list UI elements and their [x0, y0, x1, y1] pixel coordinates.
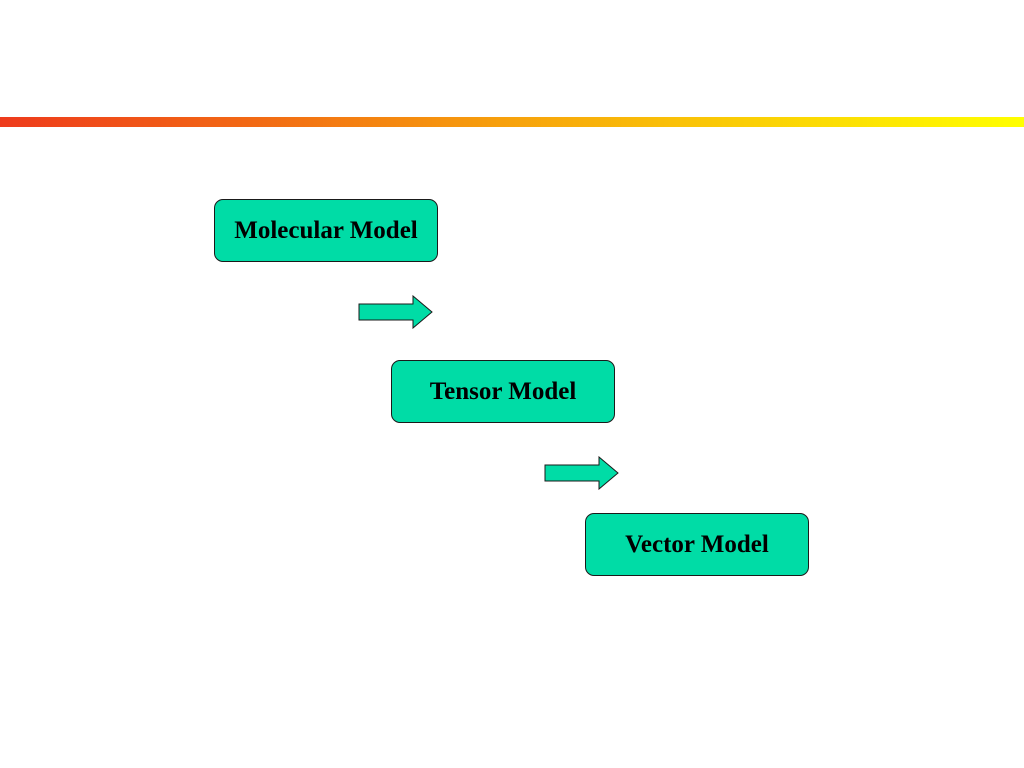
tensor-model-label: Tensor Model: [429, 377, 577, 405]
right-arrow-icon: [544, 456, 619, 490]
molecular-model-label: Molecular Model: [234, 216, 418, 244]
right-arrow-icon: [358, 295, 433, 329]
vector-model-label: Vector Model: [625, 530, 769, 558]
title-accent-bar: [0, 117, 1024, 127]
vector-model-box: Vector Model: [585, 513, 809, 576]
tensor-model-box: Tensor Model: [391, 360, 615, 423]
molecular-model-box: Molecular Model: [214, 199, 438, 262]
